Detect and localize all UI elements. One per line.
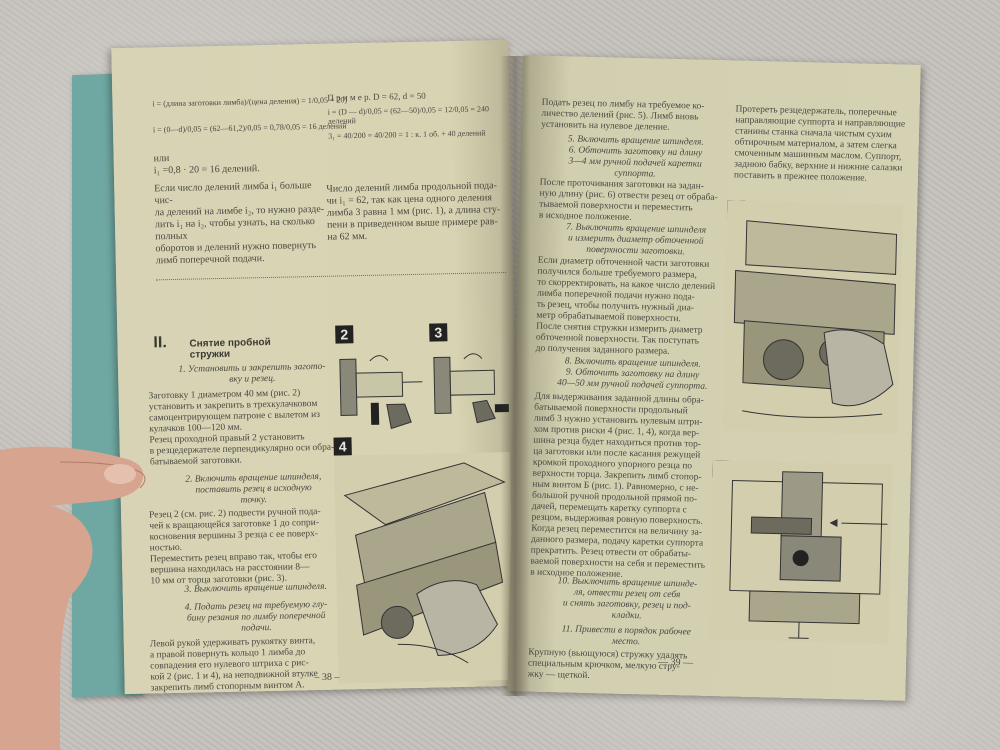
step-1: 1. Установить и закрепить загото- вку и … [178,361,326,385]
figure-5-lathe-carriage-illustration [721,200,904,435]
formula-5: 3₁ = 40/200 = 40/200 = 1 : к. 1 об. + 40… [328,128,486,141]
figure-2-chuck-diagram [339,355,423,430]
right-paragraph-b: После проточивания заготовки на задан- н… [538,177,718,223]
left-paragraph-b: Число делений лимба продольной пода- чи … [326,180,501,243]
right-paragraph-c: Если диаметр обточенной части заготовки … [535,255,716,357]
hand [0,446,146,750]
step-11: 11. Привести в порядок рабочее место. [561,624,692,648]
right-page-number: — 39 — [657,656,694,669]
step-3: 3. Выключить вращение шпинделя. [184,581,327,595]
book-gutter-shadow [500,56,530,696]
figure-6-cutting-diagram [708,459,893,645]
formula-3: i₁ =0,8 · 20 = 16 делений. [153,163,260,177]
left-paragraph-d: Резец 2 (см. рис. 2) подвести ручной под… [148,506,321,587]
formula-1: i = (длина заготовки лимба)/(цена делени… [152,95,348,109]
formula-ili: или [153,153,170,165]
right-page: Подать резец по лимбу на требуемое ко- л… [507,55,921,701]
left-paragraph-e: Левой рукой удерживать рукоятку винта, а… [149,636,318,694]
formula-4: i = (D — d)/0,05 = (62—50)/0,05 = 12/0,0… [327,104,490,126]
step-2: 2. Включить вращение шпинделя, поставить… [185,471,322,506]
section-number: II. [153,334,167,352]
left-paragraph-c: Заготовку 1 диаметром 40 мм (рис. 2) уст… [148,388,335,468]
left-page-number: – 38 – [314,671,340,684]
step-6: 6. Обточить заготовку на длину 3—4 мм ру… [568,145,703,180]
step-9: 9. Обточить заготовку на длину 40—50 мм … [557,367,708,392]
figure-2-number: 2 [335,325,354,344]
example-label: П р и м е р. D = 62, d = 50 [327,90,426,103]
right-paragraph-d: Для выдерживания заданной длины обра- ба… [530,391,706,580]
figure-3-chuck-diagram [433,353,509,424]
figure-4-lathe-carriage-illustration [333,451,515,684]
left-paragraph-a: Если число делений лимба i₁ больше чис- … [154,180,325,267]
dotted-divider [156,272,507,281]
right-paragraph-f: Протереть резцедержатель, поперечные нап… [733,104,906,184]
figure-4-number: 4 [333,437,352,456]
section-title: Снятие пробной стружки [189,336,271,361]
left-page: i = (длина заготовки лимба)/(цена делени… [111,39,522,695]
step-4: 4. Подать резец на требуемую глу- бину р… [184,599,328,634]
formula-2: i = (0—d)/0,05 = (62—61,2)/0,05 = 0,78/0… [152,121,347,135]
step-7: 7. Выключить вращение шпинделя и измерит… [565,222,707,258]
step-10: 10. Выключить вращение шпинде- ля, отвес… [557,576,698,622]
right-paragraph-a: Подать резец по лимбу на требуемое ко- л… [541,97,705,133]
figure-3-number: 3 [429,323,448,342]
